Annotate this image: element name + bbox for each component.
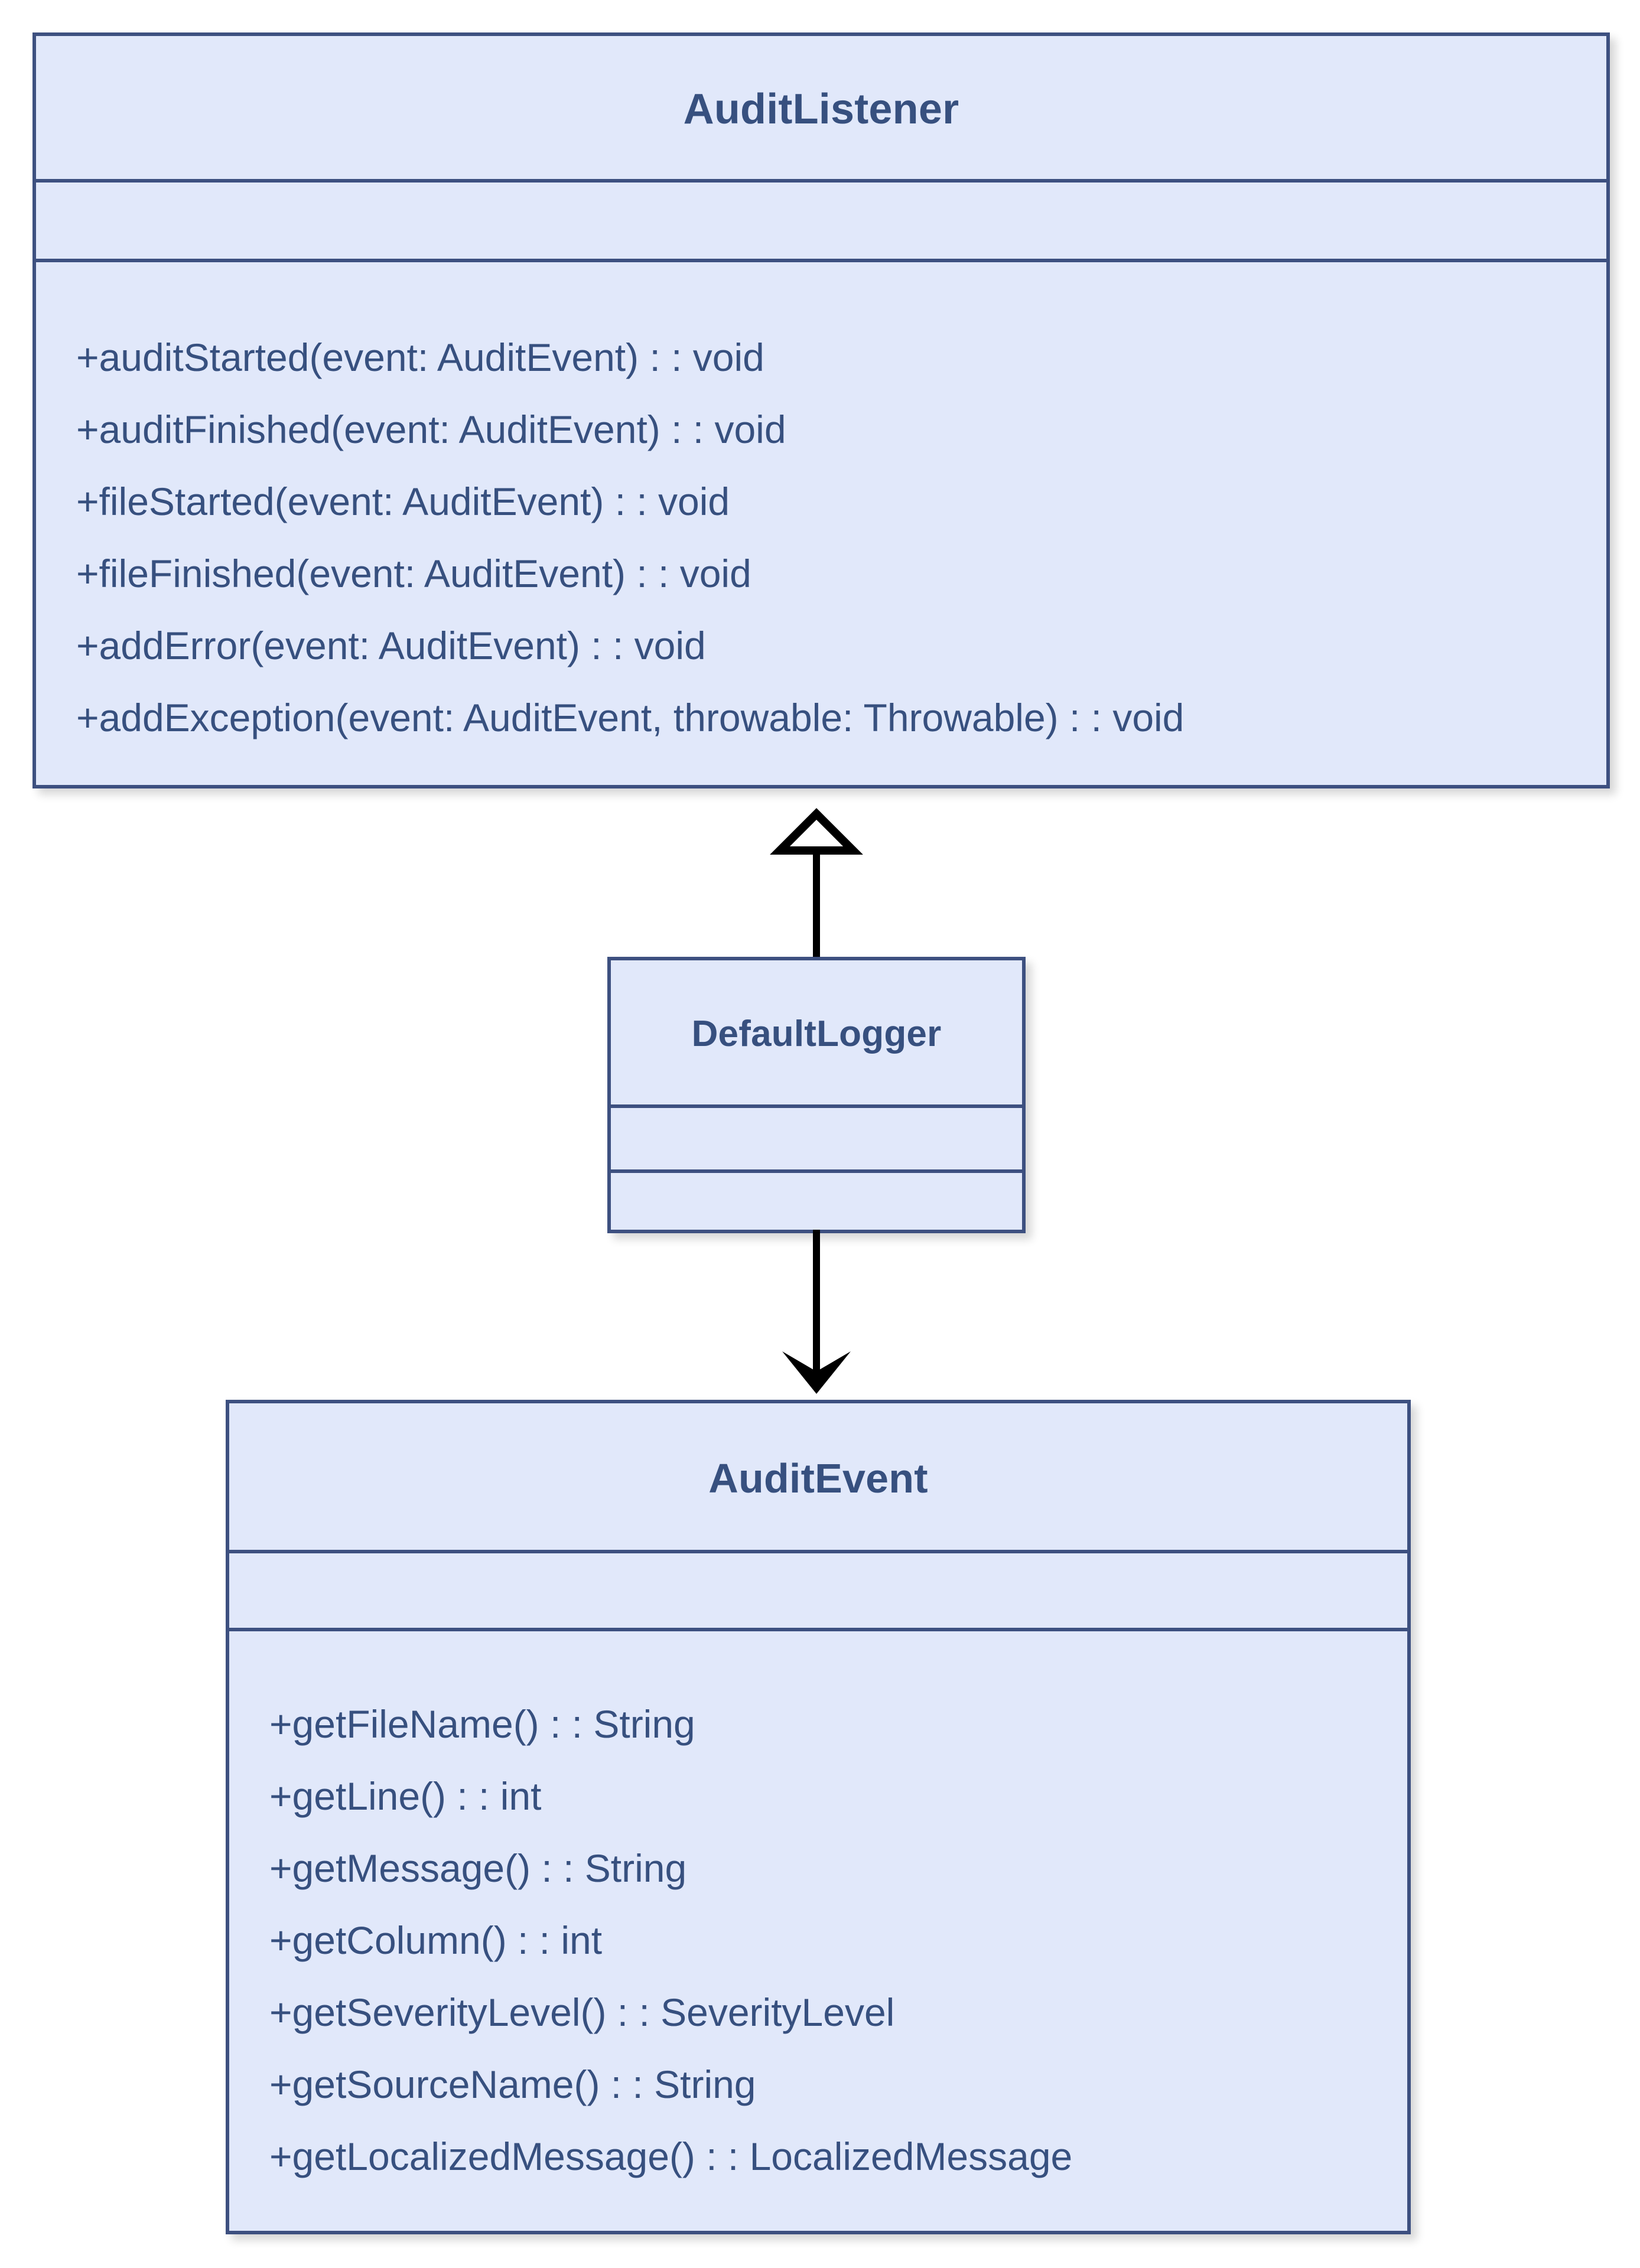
method-item: +auditStarted(event: AuditEvent) : : voi… [76,335,764,379]
class-attributes-compartment-audit-event [229,1553,1407,1631]
class-title-compartment-audit-listener: AuditListener [36,36,1606,183]
class-name-default-logger: DefaultLogger [691,1014,942,1054]
association-connector-default-logger-to-audit-event [769,1230,864,1398]
method-item: +fileFinished(event: AuditEvent) : : voi… [76,552,751,595]
method-list-audit-event: +getFileName() : : String +getLine() : :… [269,1688,1407,2192]
method-item: +auditFinished(event: AuditEvent) : : vo… [76,408,786,451]
open-arrowhead-icon [782,1351,851,1394]
method-item: +getFileName() : : String [269,1702,695,1746]
method-item: +getLocalizedMessage() : : LocalizedMess… [269,2135,1073,2178]
class-methods-compartment-default-logger [611,1173,1022,1230]
method-item: +getSourceName() : : String [269,2062,756,2106]
class-methods-compartment-audit-listener: +auditStarted(event: AuditEvent) : : voi… [36,262,1606,754]
method-list-audit-listener: +auditStarted(event: AuditEvent) : : voi… [76,321,1606,754]
class-methods-compartment-audit-event: +getFileName() : : String +getLine() : :… [229,1631,1407,2192]
class-name-audit-event: AuditEvent [708,1455,928,1501]
generalization-connector-default-logger-to-audit-listener [769,808,864,963]
class-title-compartment-audit-event: AuditEvent [229,1403,1407,1553]
class-name-audit-listener: AuditListener [683,86,959,133]
method-item: +getMessage() : : String [269,1846,687,1890]
method-item: +getColumn() : : int [269,1918,603,1962]
hollow-triangle-arrowhead-icon [770,808,863,855]
method-item: +getSeverityLevel() : : SeverityLevel [269,1990,895,2034]
class-box-audit-event[interactable]: AuditEvent +getFileName() : : String +ge… [226,1400,1411,2234]
class-attributes-compartment-audit-listener [36,183,1606,262]
method-item: +fileStarted(event: AuditEvent) : : void [76,480,730,523]
method-item: +addError(event: AuditEvent) : : void [76,624,706,667]
class-attributes-compartment-default-logger [611,1108,1022,1173]
class-title-compartment-default-logger: DefaultLogger [611,960,1022,1108]
class-box-audit-listener[interactable]: AuditListener +auditStarted(event: Audit… [32,32,1610,788]
method-item: +getLine() : : int [269,1774,542,1818]
method-item: +addException(event: AuditEvent, throwab… [76,696,1185,739]
class-box-default-logger[interactable]: DefaultLogger [607,957,1026,1233]
